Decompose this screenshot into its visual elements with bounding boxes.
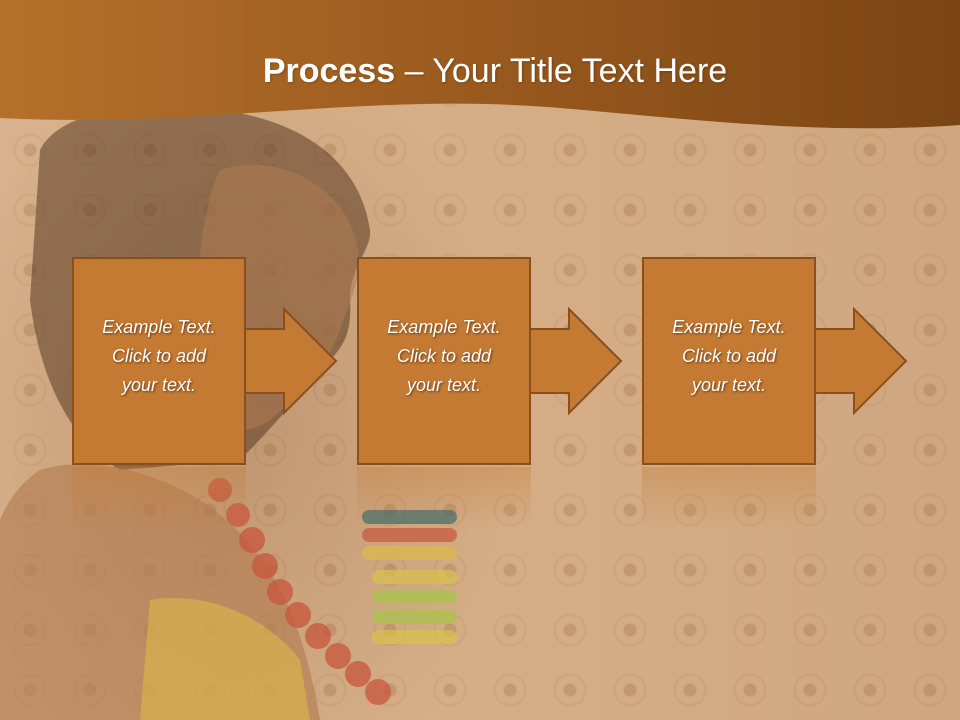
step-3-reflection	[642, 467, 816, 527]
step-1-reflection	[72, 467, 246, 527]
step-2-reflection	[357, 467, 531, 527]
process-step-2[interactable]: Example Text. Click to add your text.	[357, 257, 627, 527]
step-3-shape	[642, 257, 908, 465]
title-bold-text: Process	[262, 52, 396, 90]
slide-title[interactable]: Process – Your Title Text Here	[0, 52, 960, 91]
process-step-1[interactable]: Example Text. Click to add your text.	[72, 257, 342, 527]
step-3-arrow-icon	[813, 306, 908, 416]
step-1-arrow-icon	[243, 306, 338, 416]
step-1-text[interactable]: Example Text. Click to add your text.	[102, 317, 216, 395]
step-3-text[interactable]: Example Text. Click to add your text.	[672, 317, 786, 395]
step-1-shape	[72, 257, 338, 465]
header-banner	[0, 0, 960, 129]
process-step-3[interactable]: Example Text. Click to add your text.	[642, 257, 912, 527]
step-2-text[interactable]: Example Text. Click to add your text.	[387, 317, 501, 395]
step-2-shape	[357, 257, 623, 465]
step-2-arrow-icon	[528, 306, 623, 416]
title-regular-text: – Your Title Text Here	[395, 52, 728, 90]
